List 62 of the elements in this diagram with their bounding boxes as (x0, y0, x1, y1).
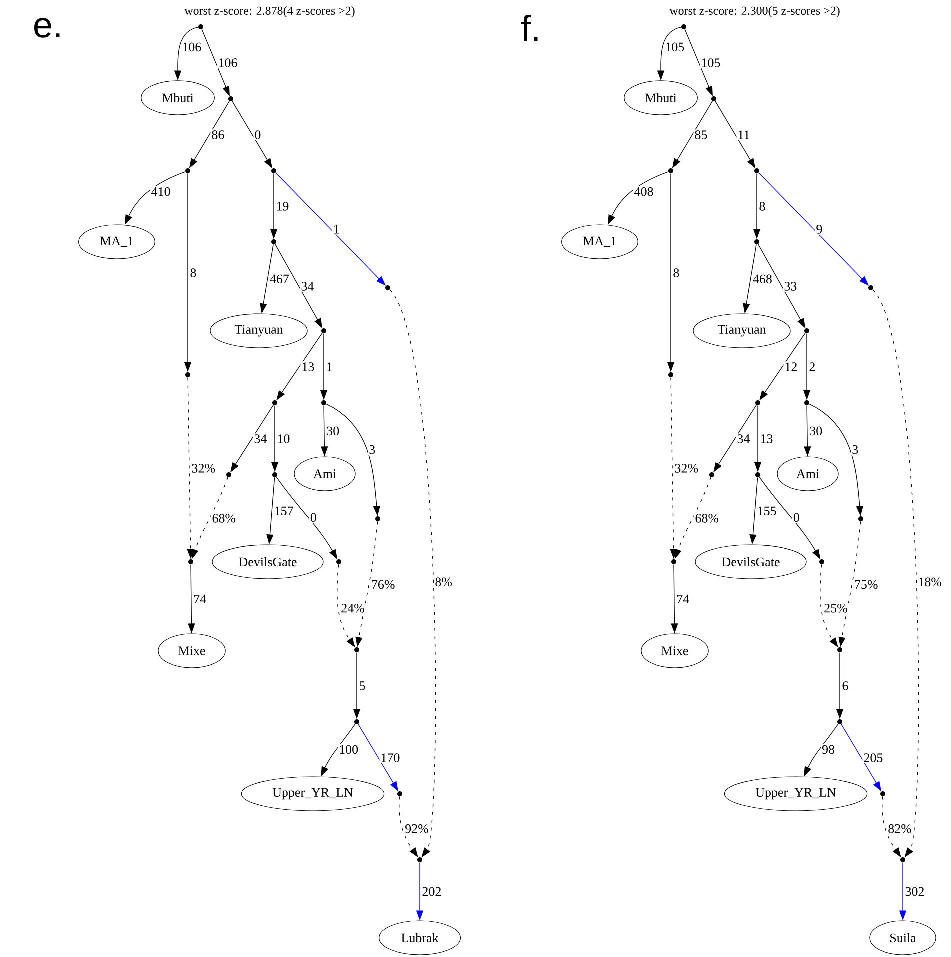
edge-label: 8% (436, 578, 452, 587)
edge-label: 33 (784, 282, 797, 291)
edge-label: 82% (888, 824, 912, 834)
edge-label: 3 (370, 445, 376, 454)
edge-label: 98 (822, 745, 835, 754)
edge-label: 6 (842, 682, 848, 690)
edge-label: 155 (758, 506, 776, 516)
edge-label: 34 (738, 434, 750, 444)
edge-label: 170 (382, 754, 400, 762)
edge-label: 202 (422, 887, 441, 896)
edge-label: 75% (855, 580, 878, 590)
edge-label: 410 (152, 187, 170, 196)
score-header: worst z-score: 2.878(4 z-scores >2) (184, 6, 355, 18)
edge-label: 12 (786, 362, 797, 372)
edge-label: 30 (327, 426, 340, 436)
edge-label: 2 (810, 362, 815, 372)
edge-label: 467 (270, 274, 290, 284)
edge-label: 19 (277, 202, 289, 211)
edge-label: 18% (919, 578, 942, 587)
edge-label: 408 (634, 187, 654, 196)
edge-label: 34 (302, 282, 314, 291)
edge-label: 32% (675, 464, 698, 473)
edge-label: 157 (275, 506, 294, 516)
edge-label: 3 (852, 445, 858, 454)
edge-label: 0 (310, 513, 316, 522)
edge-label: 105 (666, 42, 684, 52)
edge-label: 0 (794, 513, 800, 522)
edge-label: 205 (864, 754, 883, 762)
edge-label: 92% (406, 824, 428, 834)
edge-label: 86 (212, 130, 224, 140)
edge-label: 106 (183, 42, 202, 52)
edge-label: 68% (696, 514, 719, 523)
panel-letter: f. (522, 14, 538, 42)
edge-label: 13 (761, 434, 773, 444)
edge-label: 74 (194, 594, 206, 604)
edge-label: 30 (810, 426, 822, 436)
edge-label: 0 (255, 130, 261, 140)
panel-letter: e. (34, 18, 60, 38)
edge-label: 34 (254, 434, 267, 444)
edge-label: 8 (760, 202, 766, 211)
edge-label: 106 (219, 58, 238, 68)
edge-label: 302 (906, 887, 924, 896)
edge-label: 24% (342, 604, 364, 613)
edge-label: 32% (192, 464, 216, 473)
edge-label: 10 (278, 434, 290, 444)
edge-label: 5 (360, 682, 366, 690)
edge-label: 8 (674, 268, 680, 278)
edge-label: 100 (340, 745, 358, 754)
edge-label: 74 (677, 594, 690, 604)
edge-label: 1 (334, 225, 339, 234)
edge-label: 8 (190, 268, 196, 278)
edge-label: 76% (372, 580, 395, 590)
edge-label: 105 (702, 58, 720, 68)
edge-label: 25% (824, 604, 848, 613)
edge-label: 1 (327, 362, 332, 372)
edge-label: 68% (212, 514, 236, 523)
score-header: worst z-score: 2.300(5 z-scores >2) (670, 6, 840, 18)
edge-label: 468 (753, 274, 772, 284)
edge-label: 11 (738, 130, 750, 140)
edge-label: 13 (302, 362, 314, 372)
edge-label: 85 (695, 130, 708, 140)
edge-label: 9 (816, 225, 822, 234)
